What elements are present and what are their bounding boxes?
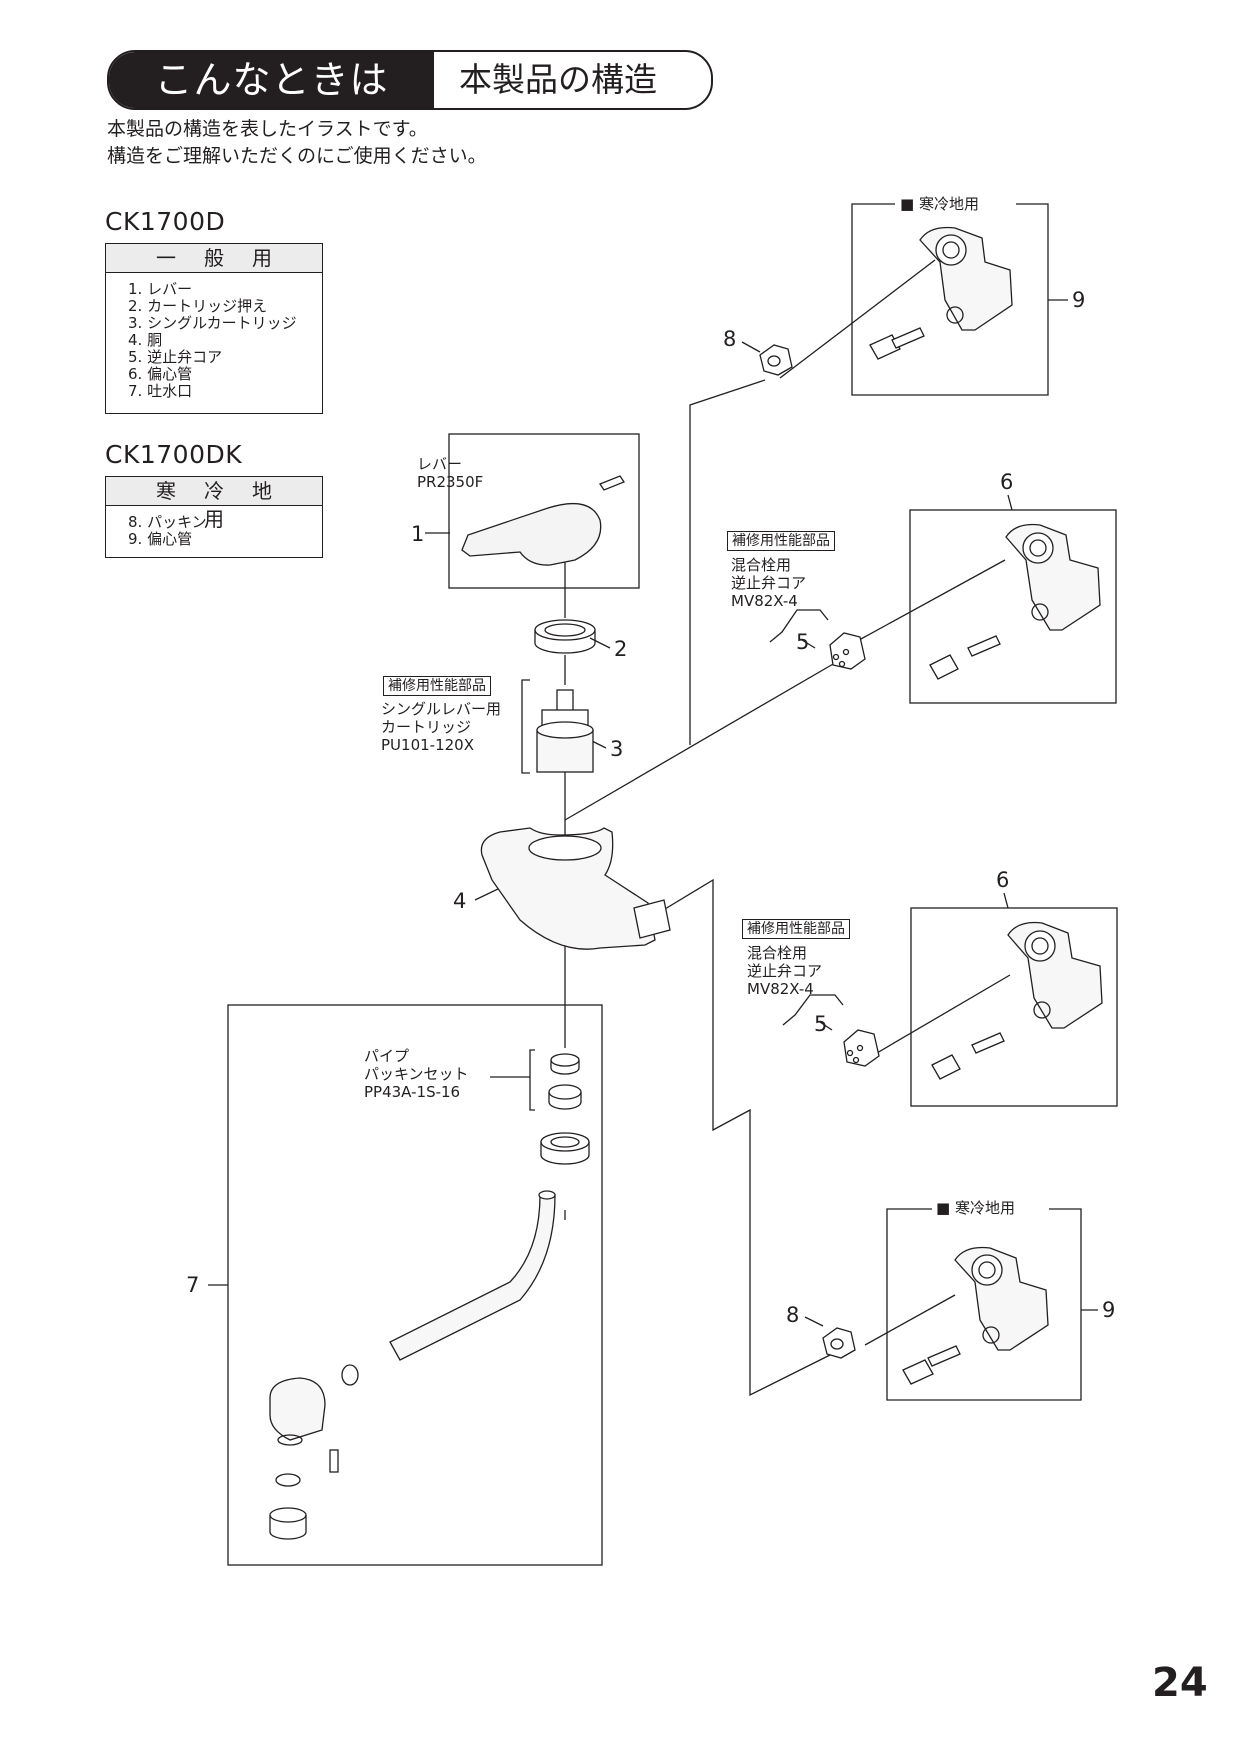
repair-tag: 補修用性能部品 [727,531,835,551]
eccentric-pipe-lower-cold [902,1246,1049,1385]
part-number-5: 5 [814,1012,828,1036]
part-number-7: 7 [186,1273,200,1297]
page-number: 24 [1152,1660,1208,1706]
check-code: MV82X-4 [731,592,798,610]
parts-table-general: 一般用 1. レバー 2. カートリッジ押え 3. シングルカートリッジ 4. … [105,243,323,414]
part-number-5: 5 [796,630,810,654]
section-header: こんなときは 本製品の構造 [107,50,713,110]
intro-line-1: 本製品の構造を表したイラストです。 [107,118,428,140]
repair-tag: 補修用性能部品 [383,676,491,696]
cartridge-line-1: シングルレバー用 [381,700,502,718]
part-number-8: 8 [723,327,737,351]
lever-code: PR2350F [417,473,484,491]
part-number-4: 4 [453,889,467,913]
cold-region-title: ■ 寒冷地用 [900,195,979,213]
intro-text: 本製品の構造を表したイラストです。 構造をご理解いただくのにご使用ください。 [107,116,487,170]
part-number-6: 6 [996,868,1010,892]
repair-tag: 補修用性能部品 [742,919,850,939]
parts-list: 8. パッキン 9. 偏心管 [106,506,322,548]
check-line-2: 逆止弁コア [747,962,823,980]
check-line-1: 混合栓用 [747,944,808,962]
parts-table-cold: 寒冷地用 8. パッキン 9. 偏心管 [105,476,323,558]
eccentric-pipe-upper [929,523,1101,680]
part-number-1: 1 [411,522,425,546]
part-number-8: 8 [786,1303,800,1327]
lever-box [448,433,640,589]
check-line-1: 混合栓用 [731,556,792,574]
eccentric-pipe-lower [931,921,1103,1080]
part-number-3: 3 [610,737,624,761]
model-code-cold: CK1700DK [105,440,243,469]
parts-list: 1. レバー 2. カートリッジ押え 3. シングルカートリッジ 4. 胴 5.… [106,273,322,400]
eccentric-box-lower [910,907,1118,1107]
list-item: 9. 偏心管 [128,530,193,548]
cold-box-upper [851,203,1049,396]
list-item: 5. 逆止弁コア [128,348,223,366]
cartridge-code: PU101-120X [381,736,474,754]
intro-line-2: 構造をご理解いただくのにご使用ください。 [107,145,487,167]
eccentric-pipe-upper-cold [869,226,1013,360]
lever-name: レバー [417,455,463,473]
list-item: 3. シングルカートリッジ [128,314,297,332]
check-line-2: 逆止弁コア [731,574,807,592]
eccentric-box-upper [909,509,1117,704]
check-code: MV82X-4 [747,980,814,998]
list-item: 7. 吐水口 [128,382,193,400]
cold-region-title: ■ 寒冷地用 [936,1199,1015,1217]
part-number-9: 9 [1102,1298,1116,1322]
pipe-code: PP43A-1S-16 [364,1083,461,1101]
model-code-general: CK1700D [105,207,226,236]
part-number-9: 9 [1072,288,1086,312]
list-item: 1. レバー [128,280,193,298]
list-item: 2. カートリッジ押え [128,297,268,315]
parts-table-header: 寒冷地用 [106,477,322,531]
cold-box-lower [886,1208,1082,1401]
list-item: 8. パッキン [128,513,207,531]
part-number-6: 6 [1000,470,1014,494]
list-item: 4. 胴 [128,331,163,349]
parts-table-header: 一般用 [106,244,322,273]
pipe-line-2: パッキンセット [364,1065,469,1083]
section-label: こんなときは [109,52,434,108]
cartridge-line-2: カートリッジ [381,718,472,736]
page-title: 本製品の構造 [459,60,657,99]
list-item: 6. 偏心管 [128,365,193,383]
pipe-line-1: パイプ [364,1047,410,1065]
part-number-2: 2 [614,637,628,661]
